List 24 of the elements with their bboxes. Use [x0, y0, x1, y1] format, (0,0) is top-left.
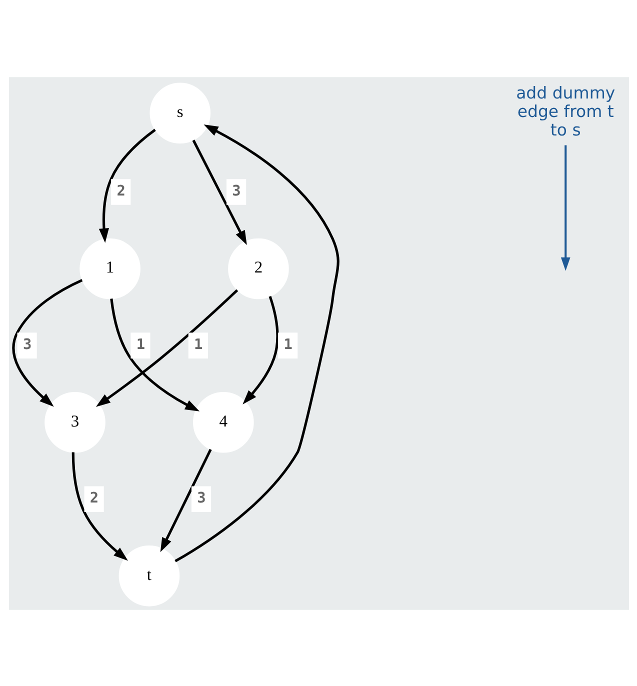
edge-label: 2 — [89, 490, 98, 506]
edge-label: 1 — [194, 336, 202, 352]
node-circle: 3 — [44, 391, 105, 452]
node-circle: t — [118, 545, 180, 606]
node-text: add dummy edge from t to s — [516, 83, 615, 140]
arrow — [71, 452, 128, 560]
edge-label: 2 — [116, 182, 125, 199]
node-circle: s — [149, 82, 210, 144]
node-circle: 4 — [192, 391, 254, 452]
edge-label: 3 — [22, 336, 32, 352]
edge-label: 1 — [136, 336, 145, 352]
arrow — [110, 298, 200, 411]
arrow — [560, 144, 570, 270]
arrow — [95, 288, 238, 406]
arrow — [12, 278, 82, 406]
edge-label: 1 — [283, 336, 292, 352]
edge-label: 3 — [232, 182, 240, 199]
node-circle: 1 — [79, 238, 140, 299]
arrow — [242, 295, 278, 404]
arrow — [192, 139, 246, 245]
arrow — [98, 128, 156, 242]
arrow — [174, 124, 339, 562]
node-circle: 2 — [228, 238, 288, 299]
edge-label: 3 — [196, 490, 206, 506]
